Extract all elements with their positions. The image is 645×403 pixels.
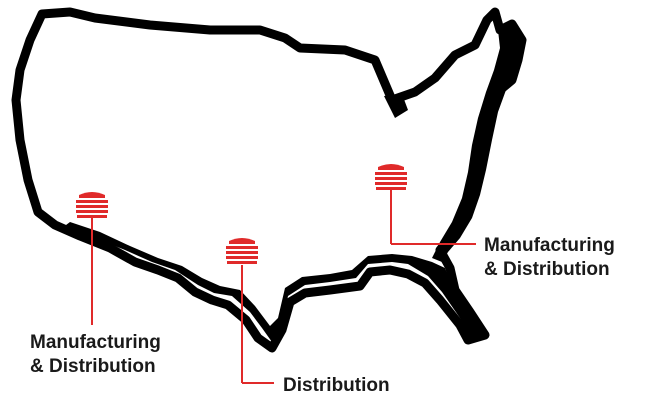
marker-east-label-line-1: Manufacturing	[484, 235, 615, 256]
marker-west-label-line-1: Manufacturing	[30, 332, 161, 353]
marker-central-label-line-1: Distribution	[283, 375, 390, 396]
marker-east	[375, 164, 476, 245]
stack-icon	[226, 238, 258, 264]
gulf-coast-band	[62, 222, 480, 342]
stack-icon	[76, 192, 108, 218]
usa-outline	[11, 7, 527, 353]
great-lakes-notch	[384, 94, 408, 118]
east-coast-band	[432, 28, 520, 262]
marker-central	[226, 238, 274, 384]
marker-west-label: Manufacturing & Distribution	[30, 331, 161, 379]
marker-west-label-line-2: & Distribution	[30, 356, 156, 377]
stack-icon	[375, 164, 407, 190]
marker-west	[76, 192, 108, 325]
marker-east-label: Manufacturing & Distribution	[484, 234, 615, 282]
marker-central-label: Distribution	[283, 374, 390, 398]
marker-east-label-line-2: & Distribution	[484, 259, 610, 280]
